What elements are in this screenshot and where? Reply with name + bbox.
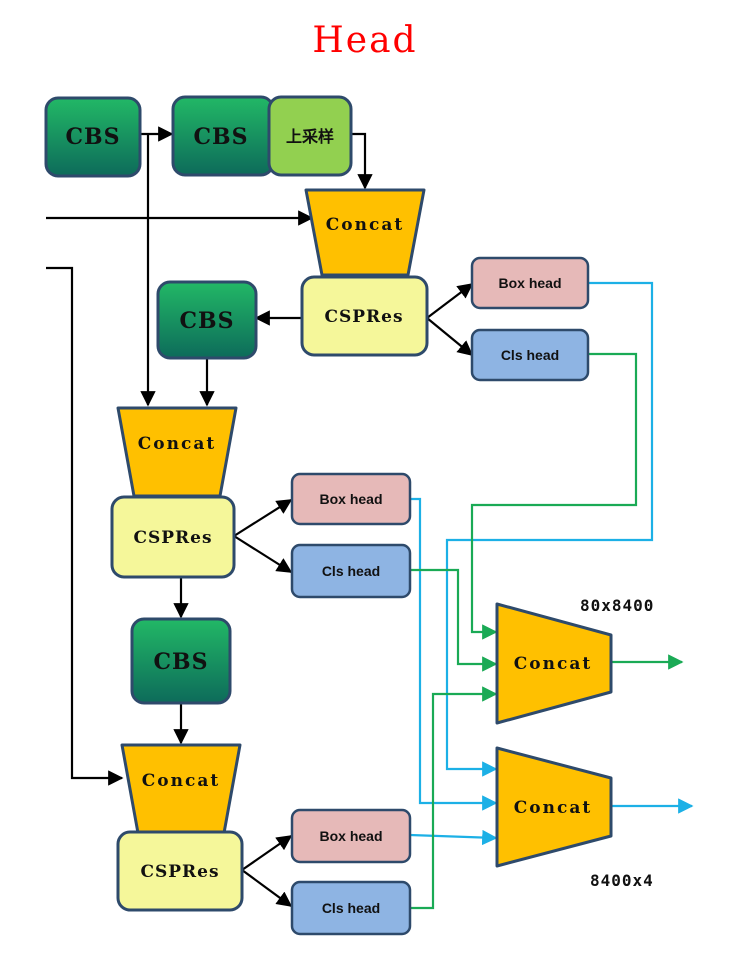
concat-block-1: Concat	[304, 188, 426, 277]
box-head-3: Box head	[290, 808, 412, 864]
box-head-1: Box head	[470, 256, 590, 310]
cls-head-1: Cls head	[470, 328, 590, 382]
cspres-label: CSPRes	[324, 307, 403, 327]
cbs-block-4: CBS	[130, 617, 232, 705]
concat-output-box: Concat	[495, 746, 613, 868]
cspres-label: CSPRes	[133, 528, 212, 548]
cspres-block-2: CSPRes	[110, 495, 236, 579]
concat-label: Concat	[326, 215, 404, 235]
box-head-label: Box head	[498, 275, 561, 291]
concat-label: Concat	[138, 434, 216, 454]
box-head-label: Box head	[319, 491, 382, 507]
cls-head-label: Cls head	[501, 347, 559, 363]
cbs-block-2: CBS	[171, 95, 275, 177]
cls-output-dim: 80x8400	[580, 596, 654, 615]
cbs-label: CBS	[180, 308, 235, 334]
concat-block-3: Concat	[120, 743, 242, 835]
upsample-label: 上采样	[286, 127, 334, 146]
concat-label: Concat	[514, 654, 592, 674]
concat-label: Concat	[514, 798, 592, 818]
cspres-block-1: CSPRes	[300, 275, 429, 357]
concat-label: Concat	[142, 771, 220, 791]
cspres-label: CSPRes	[140, 862, 219, 882]
cbs-label: CBS	[194, 124, 249, 150]
cbs-block-1: CBS	[44, 96, 142, 178]
cls-head-2: Cls head	[290, 543, 412, 599]
cbs-label: CBS	[154, 649, 209, 675]
diagram-title: Head	[312, 20, 417, 61]
cbs-block-3: CBS	[156, 280, 258, 360]
cls-head-connectors	[410, 352, 684, 910]
concat-block-2: Concat	[116, 406, 238, 498]
cls-head-label: Cls head	[322, 563, 380, 579]
box-head-label: Box head	[319, 828, 382, 844]
box-output-dim: 8400x4	[590, 871, 654, 890]
upsample-block: 上采样	[267, 95, 353, 177]
cls-head-label: Cls head	[322, 900, 380, 916]
concat-output-cls: Concat	[495, 602, 613, 725]
box-head-connectors	[409, 281, 694, 846]
black-connectors	[46, 126, 474, 907]
cspres-block-3: CSPRes	[116, 830, 244, 912]
box-head-2: Box head	[290, 472, 412, 526]
cbs-label: CBS	[66, 124, 121, 150]
cls-head-3: Cls head	[290, 880, 412, 936]
